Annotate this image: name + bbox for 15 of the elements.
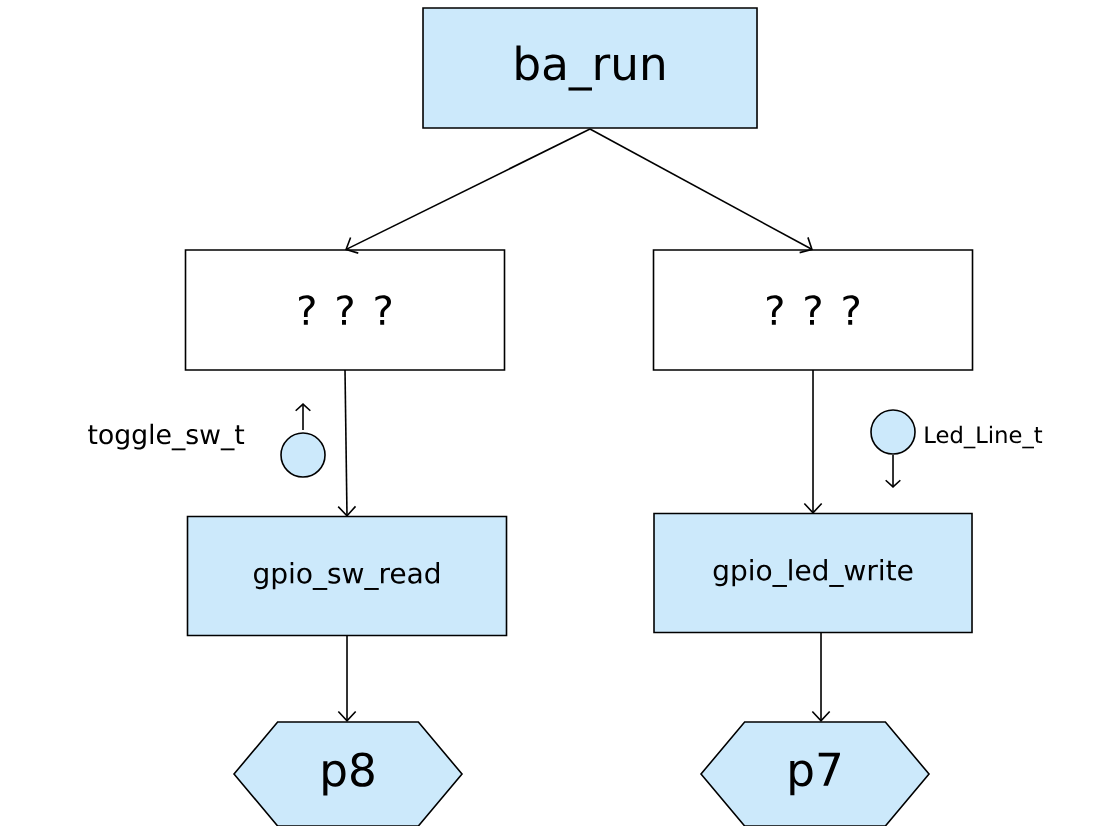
- device-hexagon: p8: [232, 721, 464, 826]
- couple-label: Led_Line_t: [925, 425, 1043, 449]
- couple-label: toggle_sw_t: [88, 423, 245, 451]
- arrow: [345, 128, 591, 254]
- process-box: ? ? ?: [652, 249, 974, 371]
- arrow: [811, 632, 831, 722]
- arrow: [589, 128, 813, 254]
- process-box: ba_run: [422, 7, 758, 129]
- arrow: [803, 369, 823, 514]
- process-box: gpio_sw_read: [186, 515, 508, 637]
- arrow: [337, 369, 357, 517]
- device-hexagon: p7: [699, 721, 931, 826]
- process-box: ? ? ?: [184, 249, 506, 371]
- process-box: gpio_led_write: [653, 512, 973, 634]
- arrow: [337, 635, 357, 722]
